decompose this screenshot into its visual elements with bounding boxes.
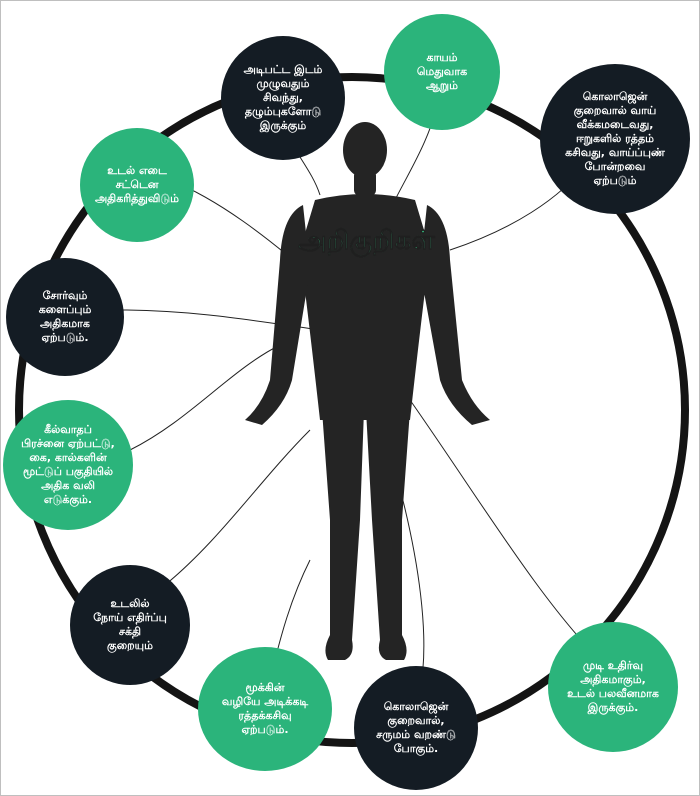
symptom-circle-joint: கீல்வாதப் பிரச்னை ஏற்பட்டு, கை, கால்களின…: [3, 400, 133, 530]
right-leg: [366, 410, 410, 660]
diagram-title: அறிகுறிகள்: [298, 226, 435, 257]
symptom-circle-fatigue: சோர்வும் களைப்பும் அதிகமாக ஏற்படும்.: [6, 258, 124, 376]
neck: [354, 170, 376, 196]
symptom-text: மூக்கின் வழியே அடிக்கடி ரத்தக்கசிவு ஏற்ப…: [221, 681, 309, 736]
human-silhouette: [245, 122, 490, 660]
left-arm: [245, 205, 310, 425]
symptom-circle-nosebleed: மூக்கின் வழியே அடிக்கடி ரத்தக்கசிவு ஏற்ப…: [198, 647, 332, 771]
symptom-circle-skin: கொலாஜென் குறைவால், சருமம் வறண்டு போகும்.: [354, 666, 478, 790]
symptom-circle-wound: காயம் மெதுவாக ஆறும்: [384, 14, 500, 130]
symptom-text: கொலாஜென் குறைவால் வாய் வீக்கமடைவது, ஈறுக…: [565, 90, 665, 187]
symptom-circle-weight: உடல் எடை சட்டென அதிகரித்துவிடும்: [80, 128, 194, 242]
symptom-circle-hair: முடி உதிர்வு அதிகமாகும், உடல் பலவீனமாக இ…: [548, 622, 678, 752]
connector-joint: [129, 344, 281, 451]
right-arm: [420, 205, 490, 425]
symptom-circle-immunity: உடலில் நோய் எதிர்ப்பு சக்தி குறையும்: [70, 565, 190, 685]
symptom-text: முடி உதிர்வு அதிகமாகும், உடல் பலவீனமாக இ…: [567, 659, 659, 714]
symptom-text: காயம் மெதுவாக ஆறும்: [416, 51, 468, 92]
symptom-circle-gum: கொலாஜென் குறைவால் வாய் வீக்கமடைவது, ஈறுக…: [540, 64, 690, 214]
symptom-text: சோர்வும் களைப்பும் அதிகமாக ஏற்படும்.: [38, 289, 92, 344]
symptom-text: கீல்வாதப் பிரச்னை ஏற்பட்டு, கை, கால்களின…: [21, 423, 115, 506]
connector-nosebleed: [274, 559, 311, 661]
connector-immunity: [164, 429, 311, 586]
symptom-text: உடல் எடை சட்டென அதிகரித்துவிடும்: [94, 164, 180, 205]
outer-ring: [15, 73, 689, 747]
symptom-text: அடிபட்ட இடம் முழுவதும் சிவந்து, தழும்புக…: [243, 63, 323, 132]
left-leg: [322, 410, 364, 660]
symptom-text: கொலாஜென் குறைவால், சருமம் வறண்டு போகும்.: [376, 700, 456, 755]
symptom-circle-bruise: அடிபட்ட இடம் முழுவதும் சிவந்து, தழும்புக…: [221, 36, 345, 160]
head: [343, 122, 387, 178]
connector-hair: [409, 399, 601, 661]
symptom-text: உடலில் நோய் எதிர்ப்பு சக்தி குறையும்: [93, 597, 167, 652]
torso: [300, 194, 430, 420]
